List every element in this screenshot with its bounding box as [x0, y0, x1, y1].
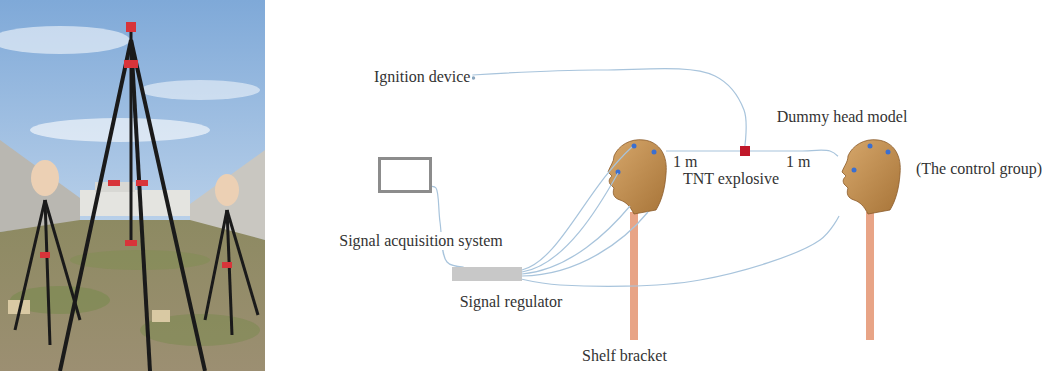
- head-illustration: [838, 138, 902, 216]
- dummy-head: [31, 160, 59, 196]
- shelf-bracket: [866, 212, 874, 340]
- grass: [70, 250, 210, 270]
- cloud: [140, 80, 260, 100]
- left-shelf-bracket: [630, 212, 638, 340]
- wire: [522, 206, 630, 274]
- cloud: [30, 118, 210, 142]
- node-label: Ignition device: [372, 68, 472, 86]
- sky: [0, 0, 265, 371]
- tripod: [15, 30, 258, 371]
- dimension-label: 1 m: [784, 154, 812, 170]
- head-shape: [842, 140, 900, 214]
- part-name: Shelf bracket: [580, 348, 669, 364]
- sensor-dot: [868, 144, 873, 149]
- node-label: TNT explosive: [681, 170, 781, 188]
- cloud: [0, 26, 130, 54]
- dummy-head-model: Dummy head model(The control group): [838, 138, 902, 216]
- connector-wire: [432, 186, 464, 267]
- acquisition-box: Signal acquisition system: [378, 157, 432, 193]
- wire: [522, 173, 618, 272]
- signal-regulator: Signal regulator: [452, 267, 522, 281]
- dummy-head: [215, 174, 239, 206]
- wire: [666, 150, 740, 151]
- wire: [522, 212, 648, 276]
- tripod-joints: [40, 22, 232, 268]
- node-label: Signal regulator: [458, 293, 565, 311]
- connector-wire: [472, 69, 746, 146]
- wire: [522, 147, 632, 270]
- node-label: Signal acquisition system: [337, 232, 505, 250]
- brick: [152, 310, 170, 322]
- head-shape: [608, 140, 666, 214]
- ignition-device: Ignition device: [372, 68, 472, 86]
- node-note: (The control group): [914, 160, 1044, 178]
- sensor-wires: [522, 147, 740, 276]
- ground: [0, 220, 265, 371]
- field-photo: [0, 0, 265, 371]
- tnt-explosive: TNT explosive: [740, 146, 750, 156]
- sensor-dot: [886, 150, 891, 155]
- shelf-bracket: [630, 212, 638, 340]
- sensor-dot: [852, 168, 857, 173]
- dimension-label: 1 m: [671, 154, 699, 170]
- connector-wire: [522, 216, 839, 286]
- sensor-dot: [652, 150, 657, 155]
- dummy-head-model: [608, 140, 666, 214]
- right-shelf-bracket: [866, 212, 874, 340]
- sensor-dot: [632, 144, 637, 149]
- node-label: Dummy head model: [775, 108, 910, 126]
